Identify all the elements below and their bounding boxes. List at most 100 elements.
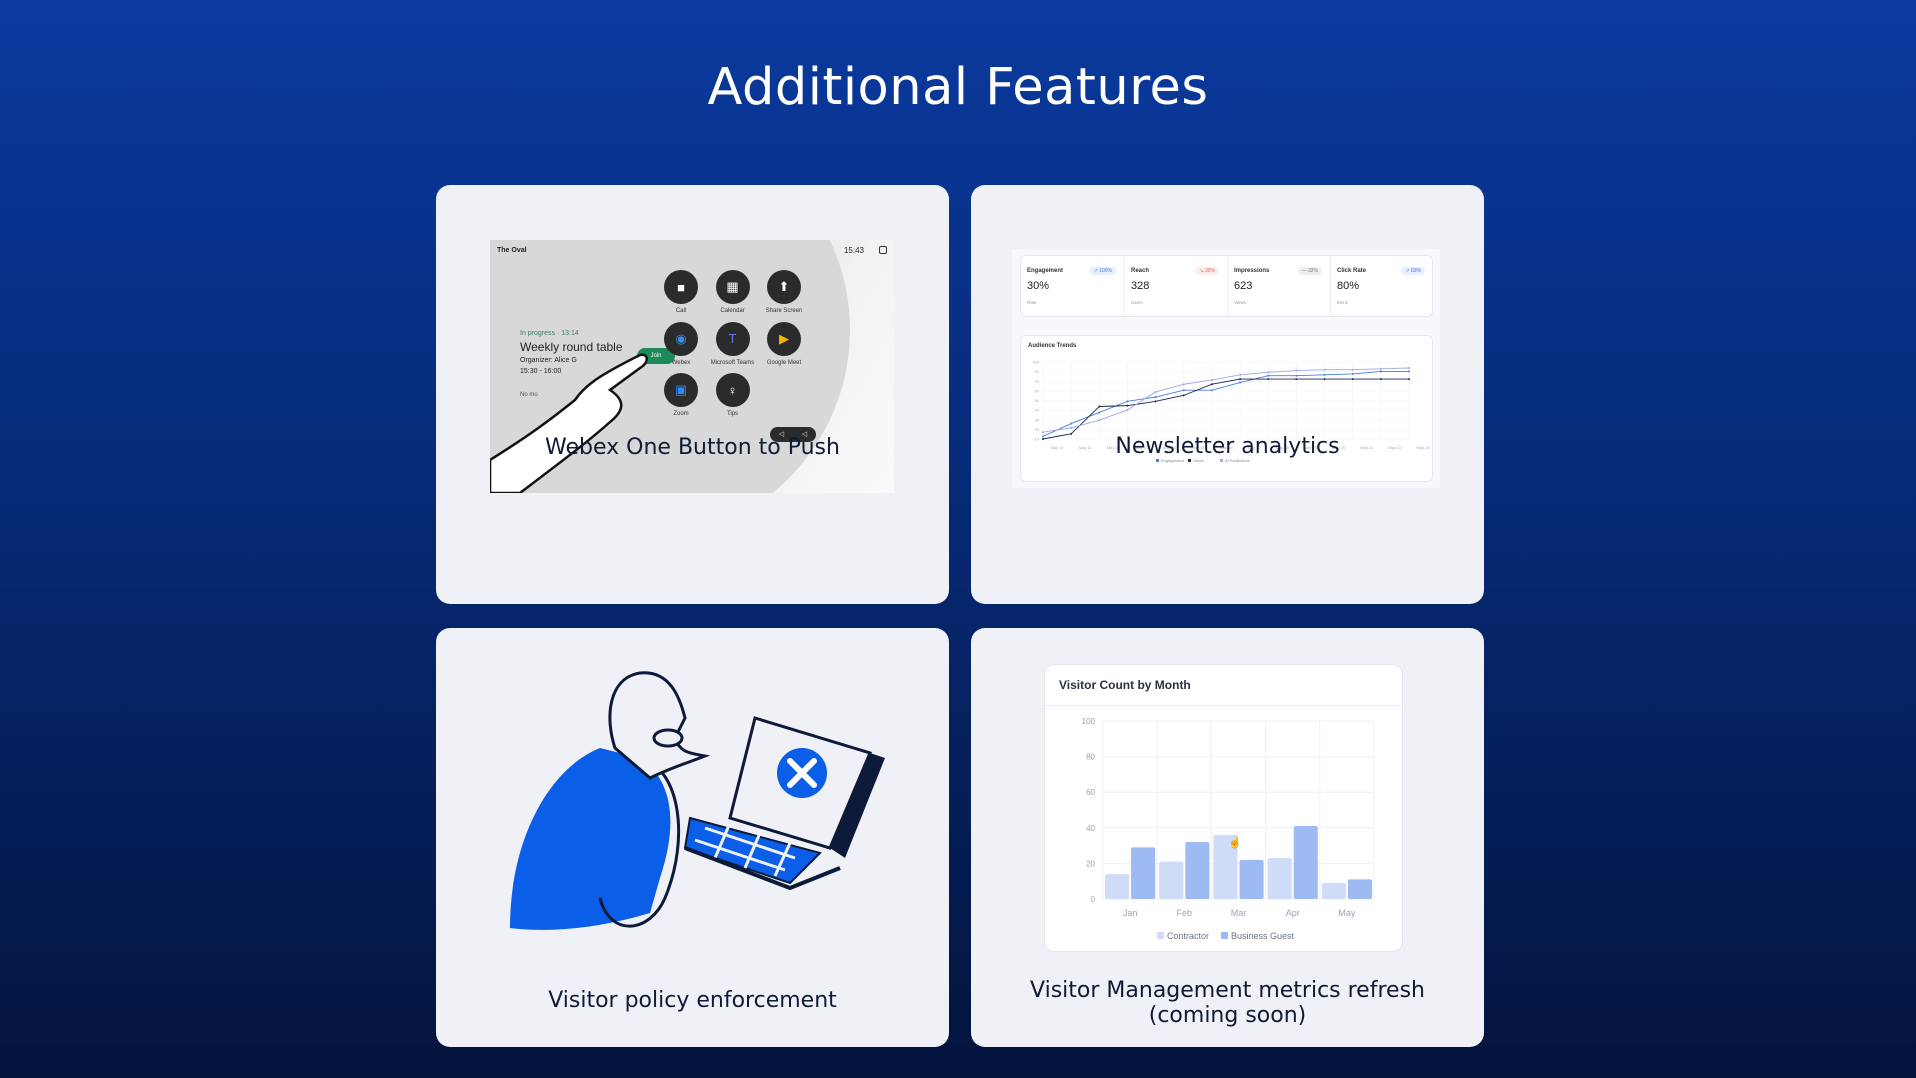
x-tick-label: May 16 [1219,445,1233,450]
app-button-share-screen[interactable]: ⬆Share Screen [754,270,814,314]
metric-value: 623 [1234,280,1253,292]
clock: 15:43 [843,246,864,255]
metric-label: Impressions [1234,268,1270,274]
y-tick-label: 30 [1035,417,1040,422]
data-point [1210,383,1213,386]
legend-label: Views [1193,458,1204,463]
trend-badge: ↗ 100% [1089,267,1116,275]
x-tick-label: Apr [1286,908,1300,918]
data-point [1323,378,1326,381]
data-point [1154,396,1157,399]
chart-title: Visitor Count by Month [1059,678,1191,692]
y-tick-label: 10 [1035,437,1040,442]
card-caption-line2: (coming soon) [1148,1003,1307,1028]
legend-swatch [1220,459,1223,462]
data-point [1379,370,1382,373]
app-label: Calendar [720,308,745,314]
data-point [1295,374,1298,377]
volume-down-icon[interactable]: ◁ [778,431,785,438]
data-point [1070,432,1073,435]
app-button-google-meet[interactable]: ▶ Google Meet [754,321,814,366]
bar-contractor-may [1321,882,1346,899]
legend-swatch [1188,459,1191,462]
x-tick-label: May 21 [1360,445,1374,450]
data-point [1126,400,1129,403]
data-point [1323,368,1326,371]
feature-card-visitor-policy: Visitor policy enforcement [436,628,949,1047]
data-point [1042,438,1044,440]
legend-label: Business Guest [1231,931,1295,941]
data-point [1408,370,1410,373]
data-point [1408,366,1410,369]
divider [1045,705,1402,706]
data-point [1351,372,1354,375]
data-point [1098,411,1101,414]
app-button-zoom[interactable]: ▣Zoom [651,373,711,417]
app-label: Share Screen [765,308,803,314]
y-tick-label: 40 [1035,408,1040,413]
app-label: Call [675,308,687,314]
data-point [1351,378,1354,381]
app-button-calendar[interactable]: ▦Calendar [703,270,763,314]
data-point [1379,367,1382,370]
meeting-time: 15:30 - 16:00 [520,368,562,375]
app-button-tips[interactable]: ♀Tips [703,373,763,417]
legend-swatch [1157,932,1164,939]
card-caption: Visitor policy enforcement [548,988,837,1013]
x-tick-label: May 22 [1388,445,1402,450]
organizer: Organizer: Alice G [520,357,577,364]
meeting-status: In progress · 13:14 [520,330,579,337]
x-tick-label: May 14 [1163,445,1177,450]
data-point [1154,390,1157,393]
x-tick-label: May 18 [1276,445,1290,450]
chart-title: Audience Trends [1028,343,1077,349]
x-tick-label: Mar [1231,908,1247,918]
bar-business-guest-mar [1239,859,1264,899]
y-tick-label: 90 [1035,369,1040,374]
zoom-icon: ▣ [664,373,698,407]
x-tick-label: Feb [1177,908,1193,918]
bar-business-guest-may [1347,879,1372,899]
x-tick-label: May 20 [1332,445,1346,450]
x-tick-label: Jan [1123,908,1138,918]
app-button-webex[interactable]: ◉Webex [651,321,711,366]
trend-badge: — 32% [1297,267,1322,275]
legend-label: Engagement [1161,458,1185,463]
metric-engagement: Engagement↗ 100%30%Rate [1021,256,1124,318]
google-meet-icon: ▶ [767,321,801,356]
legend-label: Contractor [1167,931,1209,941]
data-point [1126,408,1129,411]
webex-icon: ◉ [664,321,698,356]
legend-swatch [1221,932,1228,939]
x-tick-label: May 23 [1417,445,1431,450]
teams-icon: T [715,321,750,356]
metric-sublabel: Rate [1027,300,1037,305]
trend-badge: ↘ 30% [1195,267,1219,275]
volume-control[interactable]: ◁◁ [770,427,816,442]
data-point [1379,378,1382,381]
y-tick-label: 100 [1032,360,1039,365]
video-icon: ■ [664,270,698,304]
bar-contractor-mar [1213,834,1238,899]
bar-contractor-apr [1267,858,1292,899]
y-tick-label: 20 [1035,427,1040,432]
app-button-call[interactable]: ■ Call [651,270,711,314]
app-button-microsoft-teams[interactable]: T Microsoft Teams [703,321,763,366]
series-line-ai-predictions [1042,367,1410,433]
card-caption: Newsletter analytics [1115,434,1340,459]
data-point [1070,426,1073,429]
app-label: Microsoft Teams [710,359,755,366]
y-tick-label: 50 [1035,398,1040,403]
series-line-views [1042,378,1409,440]
y-tick-label: 20 [1086,859,1095,868]
app-label: Google Meet [766,359,802,366]
metric-label: Reach [1131,268,1150,274]
volume-up-icon[interactable]: ◁ [801,431,808,438]
x-tick-label: May 10 [1051,445,1065,450]
data-point [1182,383,1185,386]
x-tick-label: May 19 [1304,445,1318,450]
trend-badge: ↗ 83% [1401,267,1425,275]
